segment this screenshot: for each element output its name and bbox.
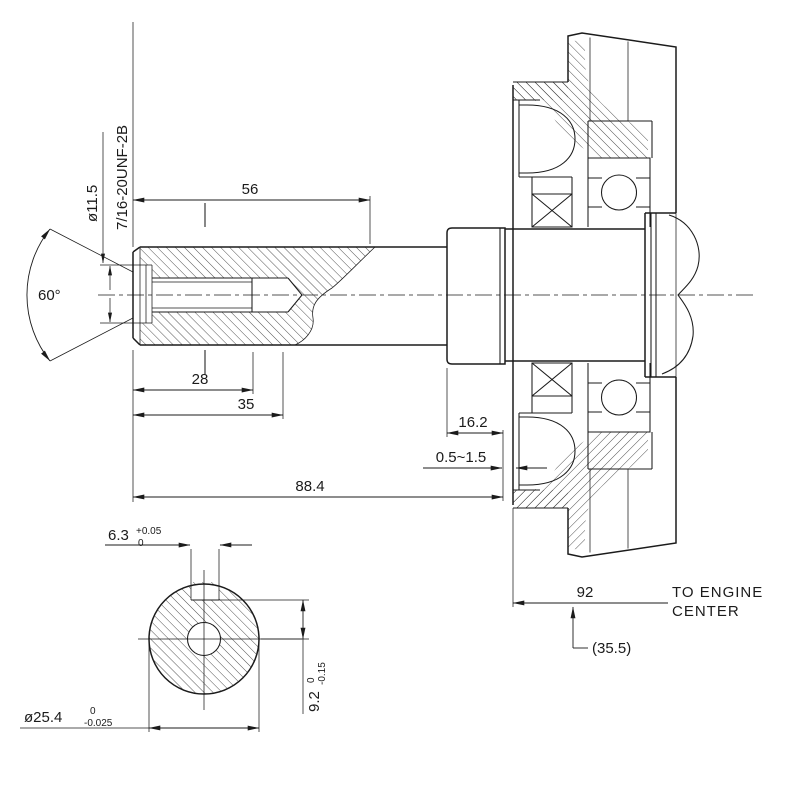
dim-label-60deg: 60° (38, 287, 61, 304)
dim-tol-25-4-lower: -0.025 (84, 718, 113, 729)
dim-keyway-width: 6.3 +0.05 0 (105, 526, 252, 549)
dim-label-92: 92 (577, 584, 594, 601)
dim-tol-6-3-upper: +0.05 (136, 526, 162, 537)
dim-label-28: 28 (192, 371, 209, 388)
dim-label-35-5: (35.5) (592, 640, 631, 657)
label-pilot-bore: ø11.5 (84, 132, 113, 323)
shaft-side-view (100, 203, 506, 374)
dim-keyway-depth: 9.2 0 -0.15 (219, 599, 328, 714)
dim-label-thread-spec: 7/16-20UNF-2B (114, 125, 131, 230)
dim-clearance: 0.5~1.5 (423, 449, 547, 471)
shaft-section-hatch (140, 247, 375, 345)
dim-tol-25-4-upper: 0 (90, 706, 96, 717)
dim-tol-6-3-lower: 0 (138, 538, 144, 549)
dim-label-9-2: 9.2 (306, 691, 323, 712)
crank-web-break-line (661, 214, 700, 375)
dim-label-35: 35 (238, 396, 255, 413)
dim-label-6-3: 6.3 (108, 527, 129, 544)
dim-thread-depth: 56 (132, 22, 371, 247)
dim-step-length: 16.2 (446, 368, 504, 437)
dim-engine-offset: 92 TO ENGINE CENTER (512, 508, 763, 620)
engine-housing-section (504, 32, 700, 558)
note-to-engine: TO ENGINE (672, 584, 763, 601)
dim-label-88-4: 88.4 (295, 478, 324, 495)
center-lines (98, 294, 757, 710)
dim-tol-9-2-upper: 0 (306, 677, 317, 683)
dim-tol-9-2-lower: -0.15 (317, 662, 328, 685)
shaft-end-view (148, 549, 260, 695)
dim-label-clearance: 0.5~1.5 (436, 449, 486, 466)
dim-bore-lengths: 28 35 88.4 (132, 350, 504, 502)
label-thread-spec: 7/16-20UNF-2B (114, 125, 131, 230)
dim-label-56: 56 (242, 181, 259, 198)
end-view-hatch (149, 582, 260, 694)
dim-shaft-diameter: ø25.4 0 -0.025 (20, 642, 260, 732)
dimensions: 56 28 35 88.4 16.2 0.5~1.5 92 (20, 22, 763, 732)
dim-chamfer-angle: 60° (26, 228, 134, 362)
dim-label-16-2: 16.2 (458, 414, 487, 431)
note-center: CENTER (672, 603, 740, 620)
dim-reference-offset: (35.5) (570, 606, 631, 657)
dim-label-25-4: ø25.4 (24, 709, 62, 726)
dim-label-bore-dia: ø11.5 (84, 185, 101, 222)
